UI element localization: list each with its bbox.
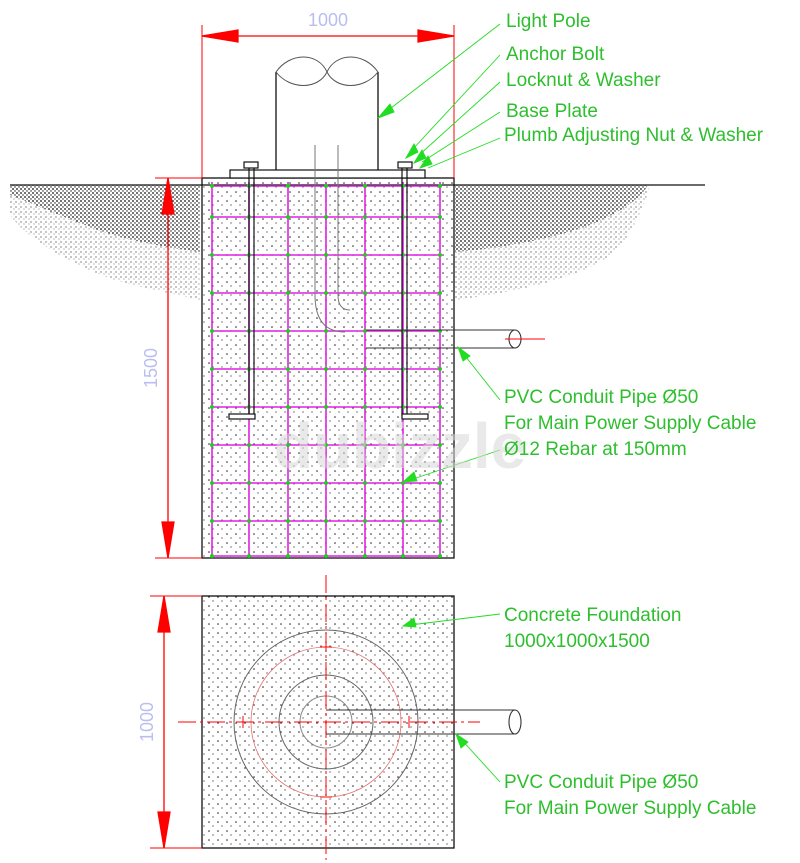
label-base-plate: Base Plate	[506, 101, 598, 122]
dim-top-width-label: 1000	[308, 10, 348, 30]
label-pvc-2: PVC Conduit Pipe Ø50	[504, 772, 698, 793]
dim-top-width	[201, 25, 455, 178]
label-concrete-size: 1000x1000x1500	[504, 631, 650, 652]
base-plate	[229, 169, 426, 179]
label-anchor-bolt: Anchor Bolt	[506, 44, 605, 65]
soil-right	[455, 185, 650, 300]
leader-lines	[377, 23, 501, 783]
label-plumb-nut: Plumb Adjusting Nut & Washer	[504, 125, 764, 146]
cable-inside	[314, 145, 351, 333]
dim-depth	[155, 177, 202, 559]
light-pole	[275, 56, 379, 170]
label-concrete: Concrete Foundation	[504, 605, 681, 626]
dim-plan-side-label: 1000	[137, 702, 157, 742]
label-rebar: Ø12 Rebar at 150mm	[504, 439, 687, 460]
foundation-elevation	[201, 177, 455, 559]
label-locknut: Locknut & Washer	[506, 70, 661, 91]
label-pvc-1b: For Main Power Supply Cable	[504, 413, 756, 434]
anchor-bolts	[228, 161, 429, 420]
plan-centerlines	[178, 575, 480, 860]
label-light-pole: Light Pole	[506, 11, 591, 32]
label-pvc-1: PVC Conduit Pipe Ø50	[504, 387, 698, 408]
watermark: dubizzle	[274, 410, 526, 482]
pvc-conduit-elevation	[366, 329, 545, 349]
label-pvc-2b: For Main Power Supply Cable	[504, 798, 756, 819]
dim-plan-side	[150, 595, 202, 849]
dim-depth-label: 1500	[141, 348, 161, 388]
pvc-conduit-plan	[326, 709, 522, 735]
soil-left	[10, 185, 200, 300]
